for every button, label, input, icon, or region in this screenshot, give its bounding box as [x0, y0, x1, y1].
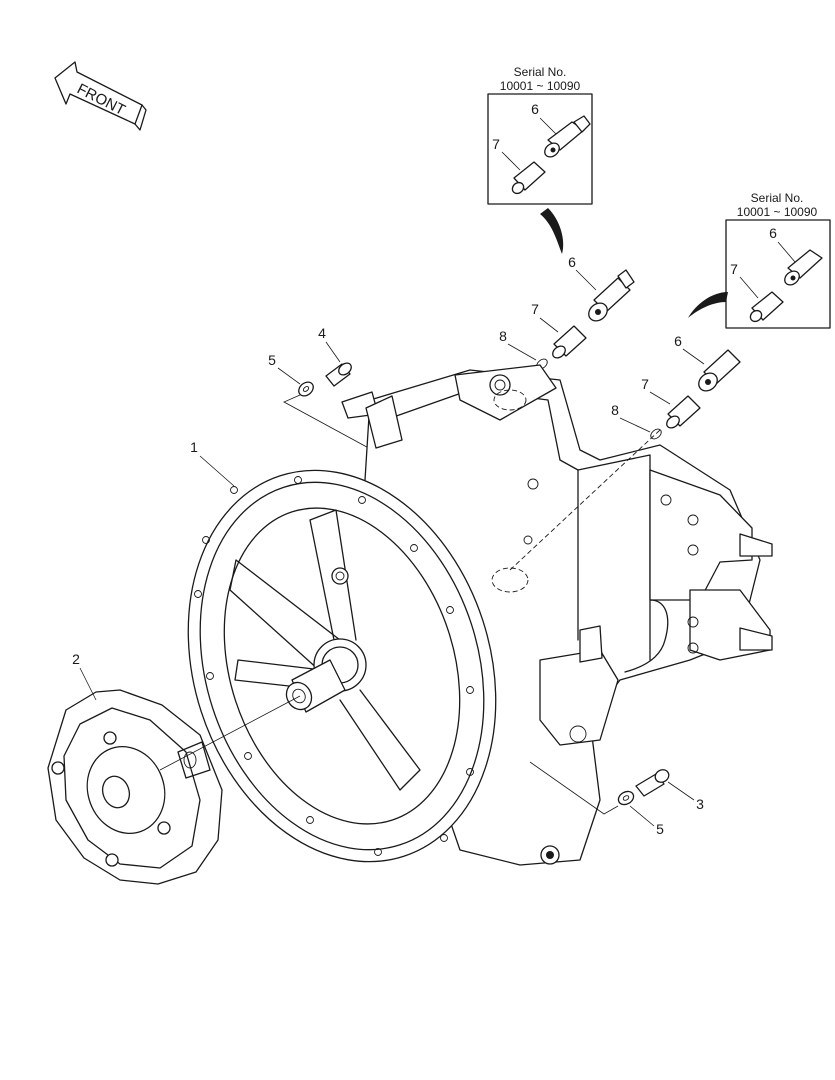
front-arrow-icon: FRONT	[54, 61, 147, 131]
washer-5-lower	[617, 790, 635, 806]
sensor-group-upper	[536, 269, 635, 370]
inset-2-serial-range: 10001 ~ 10090	[737, 205, 818, 219]
callout-1: 1	[190, 439, 198, 455]
callout-6-lower: 6	[674, 333, 682, 349]
inset-1-sensor-6	[544, 115, 591, 158]
inset-1-callout-6: 6	[531, 101, 539, 117]
inset-box-2: Serial No. 10001 ~ 10090 6 7	[725, 191, 831, 329]
washer-5-upper	[298, 381, 314, 397]
inset-1-callout-7: 7	[492, 136, 500, 152]
callout-5-lower: 5	[656, 821, 664, 837]
bolt-4	[325, 362, 352, 387]
callout-2: 2	[72, 651, 80, 667]
callout-8-lower: 8	[611, 402, 619, 418]
inset-2-pointer-icon	[688, 292, 728, 318]
inset-2-adapter-7	[749, 291, 784, 323]
callout-7-lower: 7	[641, 376, 649, 392]
callout-8-upper: 8	[499, 328, 507, 344]
callout-4: 4	[318, 325, 326, 341]
callout-5-upper: 5	[268, 352, 276, 368]
inset-2-callout-7: 7	[730, 261, 738, 277]
bolt-3	[635, 769, 670, 797]
inset-2-sensor-6	[784, 249, 823, 286]
inset-box-1: Serial No. 10001 ~ 10090 6 7	[487, 65, 593, 205]
coupling-2	[47, 689, 223, 885]
sensor-group-lower	[650, 349, 741, 440]
inset-1-serial-title: Serial No.	[514, 65, 567, 79]
housing-bolt-holes	[194, 476, 474, 856]
flywheel-housing-1	[187, 469, 497, 863]
callout-7-upper: 7	[531, 301, 539, 317]
callout-6-upper: 6	[568, 254, 576, 270]
callout-3: 3	[696, 796, 704, 812]
inset-2-callout-6: 6	[769, 225, 777, 241]
inset-1-pointer-icon	[540, 208, 564, 254]
inset-2-serial-title: Serial No.	[751, 191, 804, 205]
inset-1-adapter-7	[511, 161, 546, 195]
inset-1-serial-range: 10001 ~ 10090	[500, 79, 581, 93]
